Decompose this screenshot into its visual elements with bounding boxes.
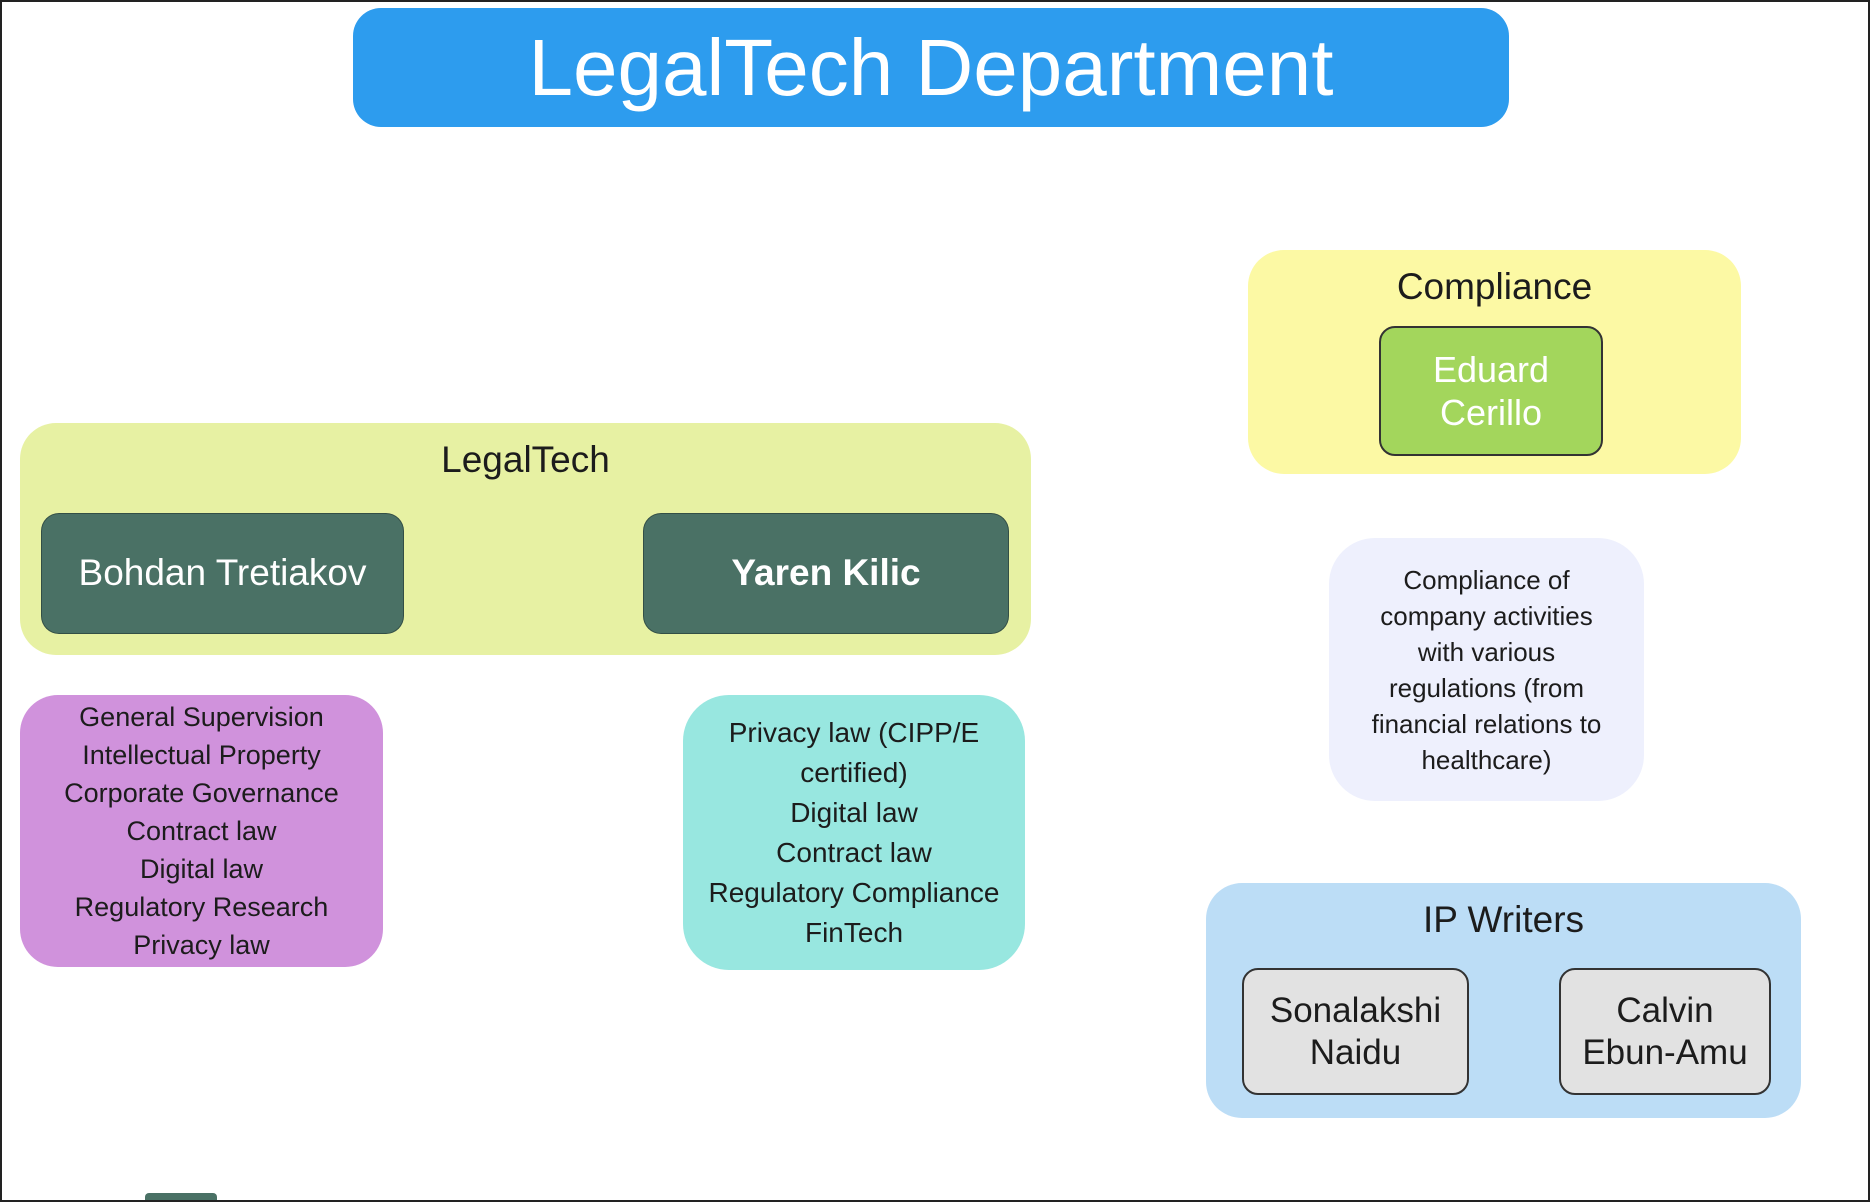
member-calvin-ebun-amu: Calvin Ebun-Amu bbox=[1559, 968, 1771, 1095]
member-eduard-cerillo: Eduard Cerillo bbox=[1379, 326, 1603, 456]
department-title-banner: LegalTech Department bbox=[353, 8, 1509, 127]
compliance-group: Compliance Eduard Cerillo bbox=[1248, 250, 1741, 474]
member-name-label: Calvin Ebun-Amu bbox=[1582, 990, 1748, 1072]
member-yaren-kilic: Yaren Kilic bbox=[643, 513, 1009, 634]
compliance-description-note: Compliance of company activities with va… bbox=[1329, 538, 1644, 801]
legaltech-group: LegalTech Bohdan Tretiakov Yaren Kilic bbox=[20, 423, 1031, 655]
legaltech-group-title: LegalTech bbox=[441, 439, 610, 480]
department-title: LegalTech Department bbox=[528, 22, 1334, 112]
compliance-group-title: Compliance bbox=[1396, 266, 1593, 307]
member-name-label: Eduard Cerillo bbox=[1432, 348, 1550, 433]
member-sonalakshi-naidu: Sonalakshi Naidu bbox=[1242, 968, 1469, 1095]
bohdan-duties-note: General Supervision Intellectual Propert… bbox=[20, 695, 383, 967]
member-name-label: Sonalakshi Naidu bbox=[1269, 990, 1442, 1072]
member-name-label: Yaren Kilic bbox=[731, 552, 921, 594]
ip-writers-group-title: IP Writers bbox=[1422, 899, 1585, 940]
yaren-duties-note: Privacy law (CIPP/E certified) Digital l… bbox=[683, 695, 1025, 970]
ip-writers-group: IP Writers Sonalakshi Naidu Calvin Ebun-… bbox=[1206, 883, 1801, 1118]
clipped-shape-sliver bbox=[145, 1193, 217, 1200]
member-bohdan-tretiakov: Bohdan Tretiakov bbox=[41, 513, 404, 634]
member-name-label: Bohdan Tretiakov bbox=[78, 552, 367, 594]
